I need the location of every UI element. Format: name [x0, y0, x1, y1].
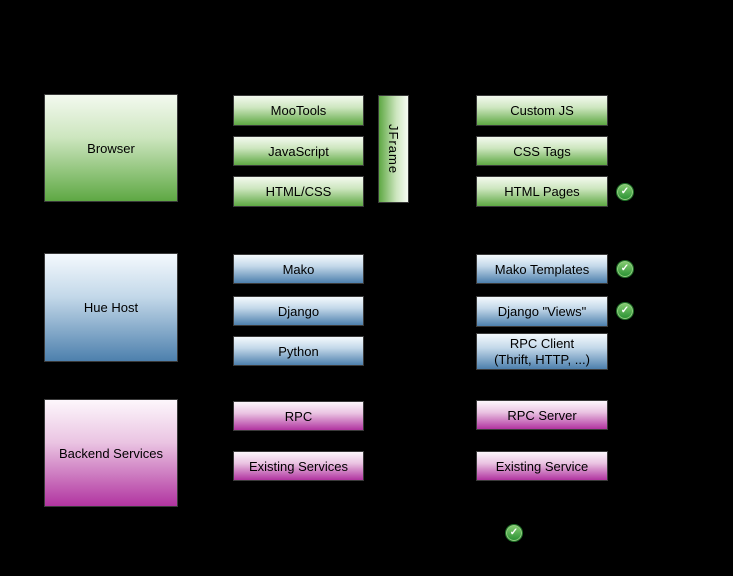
- rpc-client-line1: RPC Client: [509, 335, 575, 351]
- box-rpc: RPC: [233, 401, 364, 431]
- check-icon: ✓: [617, 261, 633, 277]
- check-icon: ✓: [617, 184, 633, 200]
- box-mootools: MooTools: [233, 95, 364, 126]
- box-mako: Mako: [233, 254, 364, 284]
- box-rpc-client: RPC Client (Thrift, HTTP, ...): [476, 333, 608, 370]
- layer-box-hue-host: Hue Host: [44, 253, 178, 362]
- box-python: Python: [233, 336, 364, 366]
- box-custom-js: Custom JS: [476, 95, 608, 126]
- box-django-views: Django "Views": [476, 296, 608, 327]
- layer-box-browser: Browser: [44, 94, 178, 202]
- check-icon: ✓: [617, 303, 633, 319]
- layer-box-backend-services: Backend Services: [44, 399, 178, 507]
- box-html-css: HTML/CSS: [233, 176, 364, 207]
- rpc-client-line2: (Thrift, HTTP, ...): [494, 351, 590, 367]
- box-javascript: JavaScript: [233, 136, 364, 166]
- box-rpc-server: RPC Server: [476, 400, 608, 430]
- box-css-tags: CSS Tags: [476, 136, 608, 166]
- box-html-pages: HTML Pages: [476, 176, 608, 207]
- box-existing-services: Existing Services: [233, 451, 364, 481]
- box-mako-templates: Mako Templates: [476, 254, 608, 284]
- check-icon: ✓: [506, 525, 522, 541]
- box-existing-service: Existing Service: [476, 451, 608, 481]
- box-django: Django: [233, 296, 364, 326]
- box-jframe: JFrame: [378, 95, 409, 203]
